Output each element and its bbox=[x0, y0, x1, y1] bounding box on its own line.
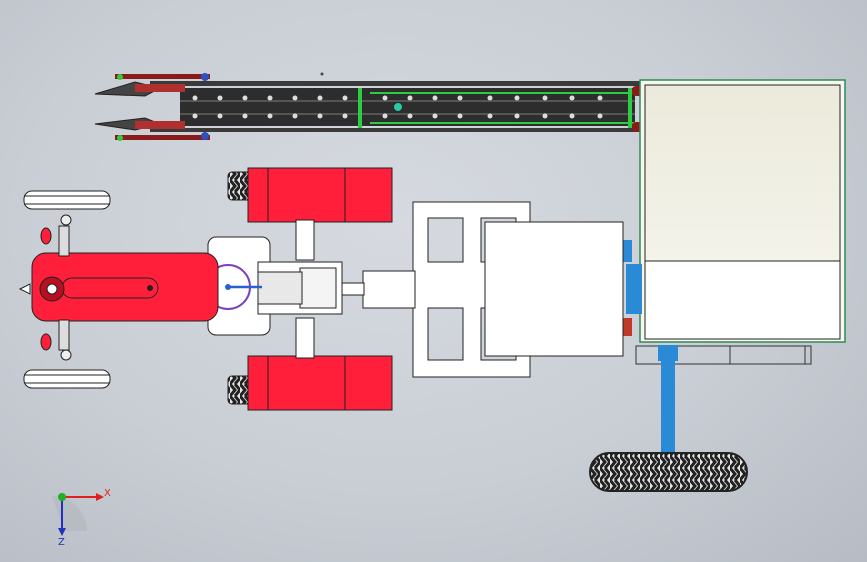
front-right-wheel bbox=[23, 369, 111, 389]
trailer-frame[interactable] bbox=[341, 201, 624, 378]
trailer-deck bbox=[484, 221, 624, 357]
conveyor-hydraulic-top bbox=[201, 73, 209, 81]
conveyor-sensor bbox=[394, 103, 402, 111]
tractor[interactable] bbox=[18, 167, 393, 411]
x-axis-label: X bbox=[104, 488, 111, 499]
pickup-frame-top bbox=[135, 84, 185, 92]
rear-axle-bottom bbox=[295, 317, 315, 359]
conveyor-top-rail bbox=[150, 81, 640, 86]
trailer-drawbar bbox=[362, 270, 416, 309]
hopper-drive-block bbox=[626, 264, 642, 314]
hopper-red-bracket bbox=[622, 318, 632, 336]
pickup-frame-bottom bbox=[135, 121, 185, 129]
rear-axle-top bbox=[295, 219, 315, 261]
conveyor-green-clamp bbox=[358, 88, 362, 128]
seat bbox=[299, 267, 337, 309]
hopper-top-section bbox=[644, 84, 841, 262]
hopper-bin[interactable] bbox=[622, 79, 846, 365]
conveyor-green-rail-bottom bbox=[370, 122, 635, 124]
engine-hood bbox=[31, 252, 219, 322]
headlight-left bbox=[40, 227, 52, 245]
conveyor-bottom-rail bbox=[150, 128, 640, 132]
trailer-hitch bbox=[341, 282, 365, 296]
conveyor-arm-bottom bbox=[115, 135, 210, 140]
conveyor-boom[interactable] bbox=[94, 72, 670, 142]
conveyor-green-clamp-end bbox=[628, 88, 632, 128]
front-axle-lower bbox=[58, 319, 70, 351]
headlight-right bbox=[40, 333, 52, 351]
conveyor-belt bbox=[180, 88, 635, 126]
conveyor-hydraulic-bottom bbox=[201, 132, 209, 140]
conveyor-rollers bbox=[192, 95, 603, 119]
conveyor-arm-top bbox=[115, 74, 210, 79]
orientation-triad[interactable]: X Z bbox=[52, 488, 111, 548]
y-axis-dot bbox=[58, 493, 66, 501]
ground-wheel bbox=[589, 452, 748, 492]
hopper-base-rail bbox=[635, 345, 812, 365]
conveyor-green-rail-top bbox=[370, 92, 635, 94]
front-left-wheel bbox=[23, 190, 111, 210]
rear-left-fender bbox=[247, 167, 393, 223]
rear-right-fender bbox=[247, 355, 393, 411]
z-axis-label: Z bbox=[58, 537, 65, 548]
hopper-lower-section bbox=[644, 260, 841, 340]
hopper-support-wheel-assembly[interactable] bbox=[589, 345, 748, 492]
front-axle-upper bbox=[58, 225, 70, 257]
support-post bbox=[661, 360, 675, 455]
hopper-hinge-top bbox=[622, 240, 632, 262]
